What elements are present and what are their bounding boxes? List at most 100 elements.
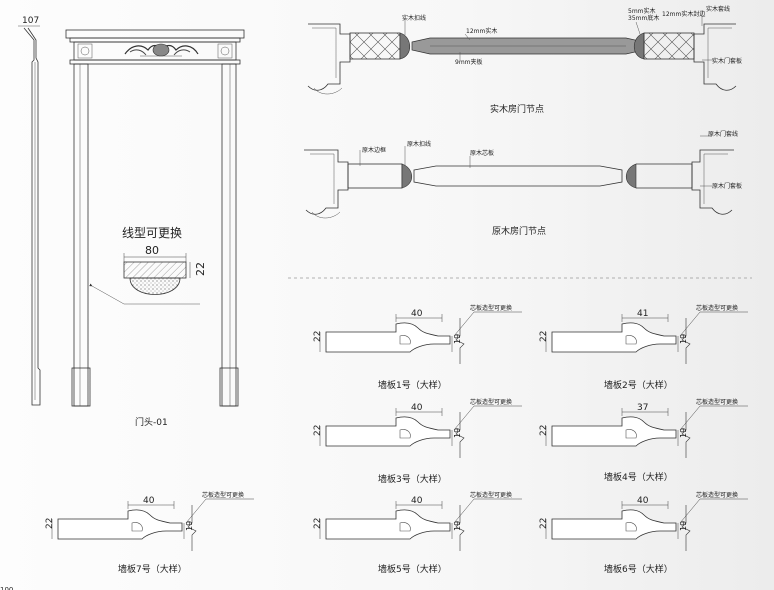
panel-right-dimension-value: 19 xyxy=(453,334,462,344)
panel-profile xyxy=(551,416,677,447)
solid-door-caption: 实木房门节点 xyxy=(490,103,544,115)
log-right-edge xyxy=(636,163,693,189)
log-door-caption: 原木房门节点 xyxy=(492,225,546,237)
panel-break-line xyxy=(187,505,197,551)
panel-break-line xyxy=(681,412,691,458)
log-label-frame: 原木门套板 xyxy=(712,182,742,190)
log-label-casing: 原木门套线 xyxy=(708,130,738,138)
moulding-cap-section xyxy=(123,261,187,279)
solid-label-core: 12mm实木 xyxy=(466,27,497,35)
panel-note: 芯板造型可更换 xyxy=(696,398,738,406)
panel-top-dimension-value: 40 xyxy=(411,309,423,319)
panel-break-line xyxy=(455,318,465,364)
panel-left-dimension-value: 22 xyxy=(313,331,323,342)
solid-right-frame xyxy=(693,23,737,91)
panel-top-dimension-value: 40 xyxy=(143,496,155,506)
solid-label-5mm: 5mm实木 xyxy=(628,7,656,15)
frieze-rosette-left xyxy=(77,43,93,59)
panel-caption: 墙板1号（大样） xyxy=(378,379,447,391)
panel-break-line xyxy=(455,412,465,458)
solid-door-node xyxy=(307,10,737,95)
panel-note: 芯板造型可更换 xyxy=(470,398,512,406)
log-label-trim: 原木扣线 xyxy=(407,140,431,148)
solid-label-trim: 实木扣线 xyxy=(402,14,426,22)
panel-right-dimension-value: 19 xyxy=(679,334,688,344)
panel-top-dimension-value: 40 xyxy=(411,403,423,413)
solid-left-trim xyxy=(399,32,411,60)
solid-label-casing: 实木套线 xyxy=(706,5,730,13)
callout-width-value: 80 xyxy=(145,244,159,257)
page-mark: 107 xyxy=(22,16,39,26)
solid-label-12mm: 12mm实木封边 xyxy=(662,10,705,18)
door-head-elevation xyxy=(65,29,245,407)
left-plinth xyxy=(71,367,91,407)
panel-caption: 墙板3号（大样） xyxy=(378,473,447,485)
log-left-frame xyxy=(304,149,349,215)
solid-label-plywood: 9mm夹板 xyxy=(455,58,483,66)
panel-profile xyxy=(551,509,677,540)
moulding-body-section xyxy=(129,277,181,295)
log-core-panel xyxy=(413,165,623,187)
panel-profile xyxy=(551,322,677,353)
right-post xyxy=(221,63,237,407)
solid-right-core xyxy=(643,32,695,60)
panel-note: 芯板造型可更换 xyxy=(470,491,512,499)
panel-break-line xyxy=(455,505,465,551)
panel-profile xyxy=(57,509,183,540)
right-plinth xyxy=(219,367,239,407)
panel-top-dimension-value: 41 xyxy=(637,309,648,319)
panel-right-dimension-value: 19 xyxy=(453,428,462,438)
door-head-caption: 门头-01 xyxy=(135,416,168,428)
solid-label-frame: 实木门套板 xyxy=(712,57,742,65)
moulding-callout: 线型可更换 80 22 xyxy=(122,226,207,295)
page-footer-fragment: 100 xyxy=(0,586,13,590)
panel-left-dimension-value: 22 xyxy=(539,425,549,436)
panel-note: 芯板造型可更换 xyxy=(696,304,738,312)
panel-caption: 墙板7号（大样） xyxy=(118,563,187,575)
panel-note: 芯板造型可更换 xyxy=(202,491,244,499)
panel-top-dimension-value: 40 xyxy=(637,496,649,506)
log-label-core: 原木芯板 xyxy=(470,149,494,157)
panel-right-dimension-value: 19 xyxy=(679,428,688,438)
solid-left-frame xyxy=(307,23,351,91)
callout-leader xyxy=(89,283,125,305)
panel-right-dimension-value: 19 xyxy=(185,521,194,531)
carved-ornament xyxy=(124,43,199,57)
panel-right-dimension-value: 19 xyxy=(453,521,462,531)
panel-caption: 墙板4号（大样） xyxy=(604,471,673,483)
log-label-edge: 原木边框 xyxy=(362,146,386,154)
panel-note: 芯板造型可更换 xyxy=(696,491,738,499)
log-door-node xyxy=(304,135,734,219)
log-left-edge xyxy=(347,163,403,189)
callout-title: 线型可更换 xyxy=(122,226,182,240)
frieze-rosette-right xyxy=(217,43,233,59)
panel-profile xyxy=(325,509,451,540)
panel-left-dimension-value: 22 xyxy=(539,331,549,342)
panel-top-dimension-value: 40 xyxy=(411,496,423,506)
door-side-profile xyxy=(23,27,41,406)
log-right-frame xyxy=(691,149,734,215)
panel-profile xyxy=(325,322,451,353)
panel-top-dimension-value: 37 xyxy=(637,403,648,413)
panel-left-dimension-value: 22 xyxy=(45,518,55,529)
panel-profile xyxy=(325,416,451,447)
panel-break-line xyxy=(681,318,691,364)
panel-note: 芯板造型可更换 xyxy=(470,304,512,312)
panel-caption: 墙板6号（大样） xyxy=(604,563,673,575)
solid-right-trim xyxy=(633,32,645,60)
left-post xyxy=(73,63,89,407)
log-left-trim xyxy=(401,163,413,189)
solid-left-core xyxy=(349,32,401,60)
panel-caption: 墙板5号（大样） xyxy=(378,563,447,575)
panel-left-dimension-value: 22 xyxy=(313,518,323,529)
panel-break-line xyxy=(681,505,691,551)
